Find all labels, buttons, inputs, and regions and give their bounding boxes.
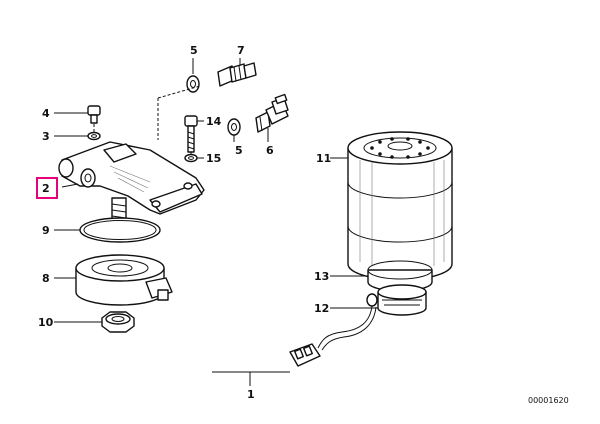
callout-2[interactable]: 2: [42, 182, 50, 195]
callout-9[interactable]: 9: [42, 224, 50, 237]
callout-15[interactable]: 15: [206, 152, 221, 165]
reference-code: 00001620: [528, 396, 569, 405]
part-14-bolt[interactable]: [184, 115, 198, 153]
part-11-fuel-filter[interactable]: [347, 131, 453, 281]
callout-5-lower[interactable]: 5: [235, 144, 243, 157]
part-3-washer[interactable]: [87, 131, 101, 141]
callout-1[interactable]: 1: [247, 388, 255, 401]
callout-5-upper[interactable]: 5: [190, 44, 198, 57]
callout-3[interactable]: 3: [42, 130, 50, 143]
assembly-guide-lines: [93, 85, 201, 154]
callout-8[interactable]: 8: [42, 272, 50, 285]
callout-4[interactable]: 4: [42, 107, 50, 120]
part-10-nut[interactable]: [101, 311, 135, 333]
callout-7[interactable]: 7: [237, 44, 245, 57]
part-8-filter-base[interactable]: [75, 254, 173, 306]
part-4-screw[interactable]: [87, 105, 101, 124]
callout-10[interactable]: 10: [38, 316, 54, 329]
part-15-washer[interactable]: [184, 153, 198, 163]
callout-14[interactable]: 14: [206, 115, 222, 128]
callout-13[interactable]: 13: [314, 270, 329, 283]
part-5-washer-lower[interactable]: [227, 118, 241, 136]
part-12-water-sensor[interactable]: [289, 284, 427, 367]
part-6-sensor[interactable]: [255, 93, 289, 133]
part-2-filter-bracket[interactable]: [58, 141, 205, 215]
part-7-fitting[interactable]: [217, 62, 257, 87]
callout-2-highlight-box[interactable]: [36, 177, 58, 199]
leader-lines: [54, 58, 378, 386]
callout-6[interactable]: 6: [266, 144, 274, 157]
part-5-washer-upper[interactable]: [186, 75, 200, 93]
callout-12[interactable]: 12: [314, 302, 329, 315]
callout-11[interactable]: 11: [316, 152, 331, 165]
part-9-o-ring[interactable]: [79, 217, 161, 243]
